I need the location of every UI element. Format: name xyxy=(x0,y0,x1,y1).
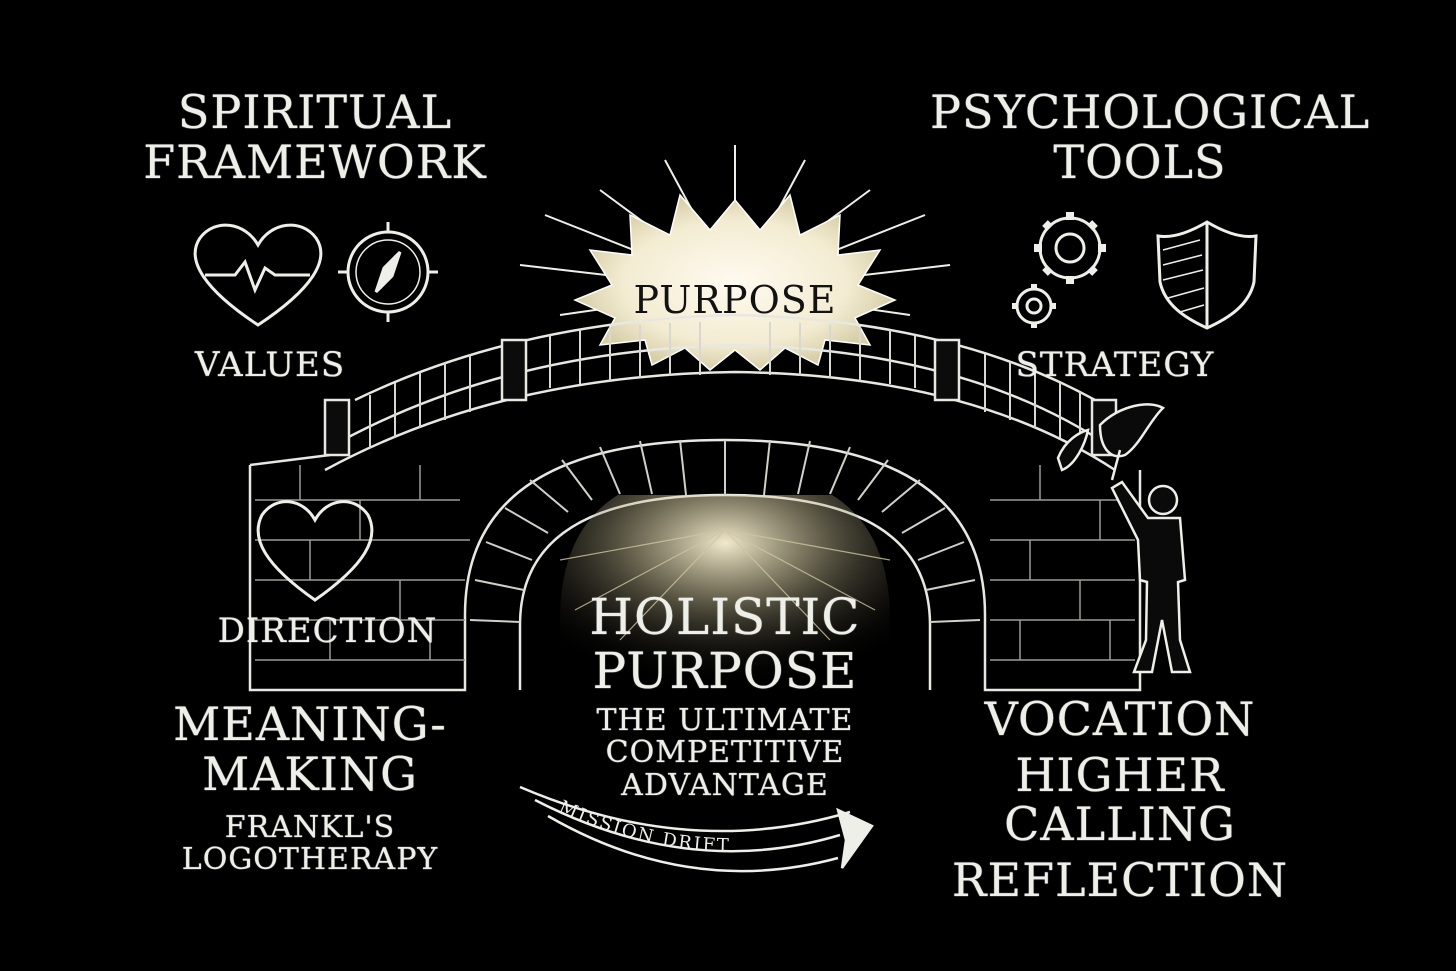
heading-line: SPIRITUAL xyxy=(140,88,490,138)
gears-icon xyxy=(1012,212,1106,328)
direction-label: DIRECTION xyxy=(215,613,440,650)
heading-line: REFLECTION xyxy=(920,856,1320,906)
subtitle-line: COMPETITIVE xyxy=(585,737,865,769)
label-line: FRANKL'S xyxy=(150,812,470,844)
vocation-heading: VOCATION HIGHER CALLING REFLECTION xyxy=(920,695,1320,906)
label-line: LOGOTHERAPY xyxy=(150,844,470,876)
compass-icon xyxy=(338,222,438,322)
logotherapy-label: FRANKL'S LOGOTHERAPY xyxy=(150,812,470,877)
heading-line: PSYCHOLOGICAL xyxy=(930,88,1350,138)
strategy-label: STRATEGY xyxy=(1010,347,1220,384)
heading-line: VOCATION xyxy=(920,695,1320,745)
psychological-tools-heading: PSYCHOLOGICAL TOOLS xyxy=(930,88,1350,187)
heading-line: MEANING- xyxy=(150,700,470,750)
heading-line: HOLISTIC xyxy=(565,590,885,644)
values-label: VALUES xyxy=(180,347,360,384)
heartbeat-heart-icon xyxy=(195,225,321,325)
shield-icon xyxy=(1158,222,1256,328)
competitive-advantage-subtitle: THE ULTIMATE COMPETITIVE ADVANTAGE xyxy=(585,705,865,802)
subtitle-line: ADVANTAGE xyxy=(585,770,865,802)
heading-line: TOOLS xyxy=(930,138,1350,188)
heading-line: MAKING xyxy=(150,750,470,800)
subtitle-line: THE ULTIMATE xyxy=(585,705,865,737)
heading-line: FRAMEWORK xyxy=(140,138,490,188)
heading-line: PURPOSE xyxy=(565,644,885,698)
heading-line: HIGHER CALLING xyxy=(920,751,1320,850)
heart-icon xyxy=(258,502,372,600)
holistic-purpose-heading: HOLISTIC PURPOSE xyxy=(565,590,885,698)
person-with-leaf-icon xyxy=(1058,404,1190,672)
meaning-making-heading: MEANING- MAKING xyxy=(150,700,470,799)
spiritual-framework-heading: SPIRITUAL FRAMEWORK xyxy=(140,88,490,187)
mission-drift-label: MISSION DRIFT xyxy=(556,797,731,857)
